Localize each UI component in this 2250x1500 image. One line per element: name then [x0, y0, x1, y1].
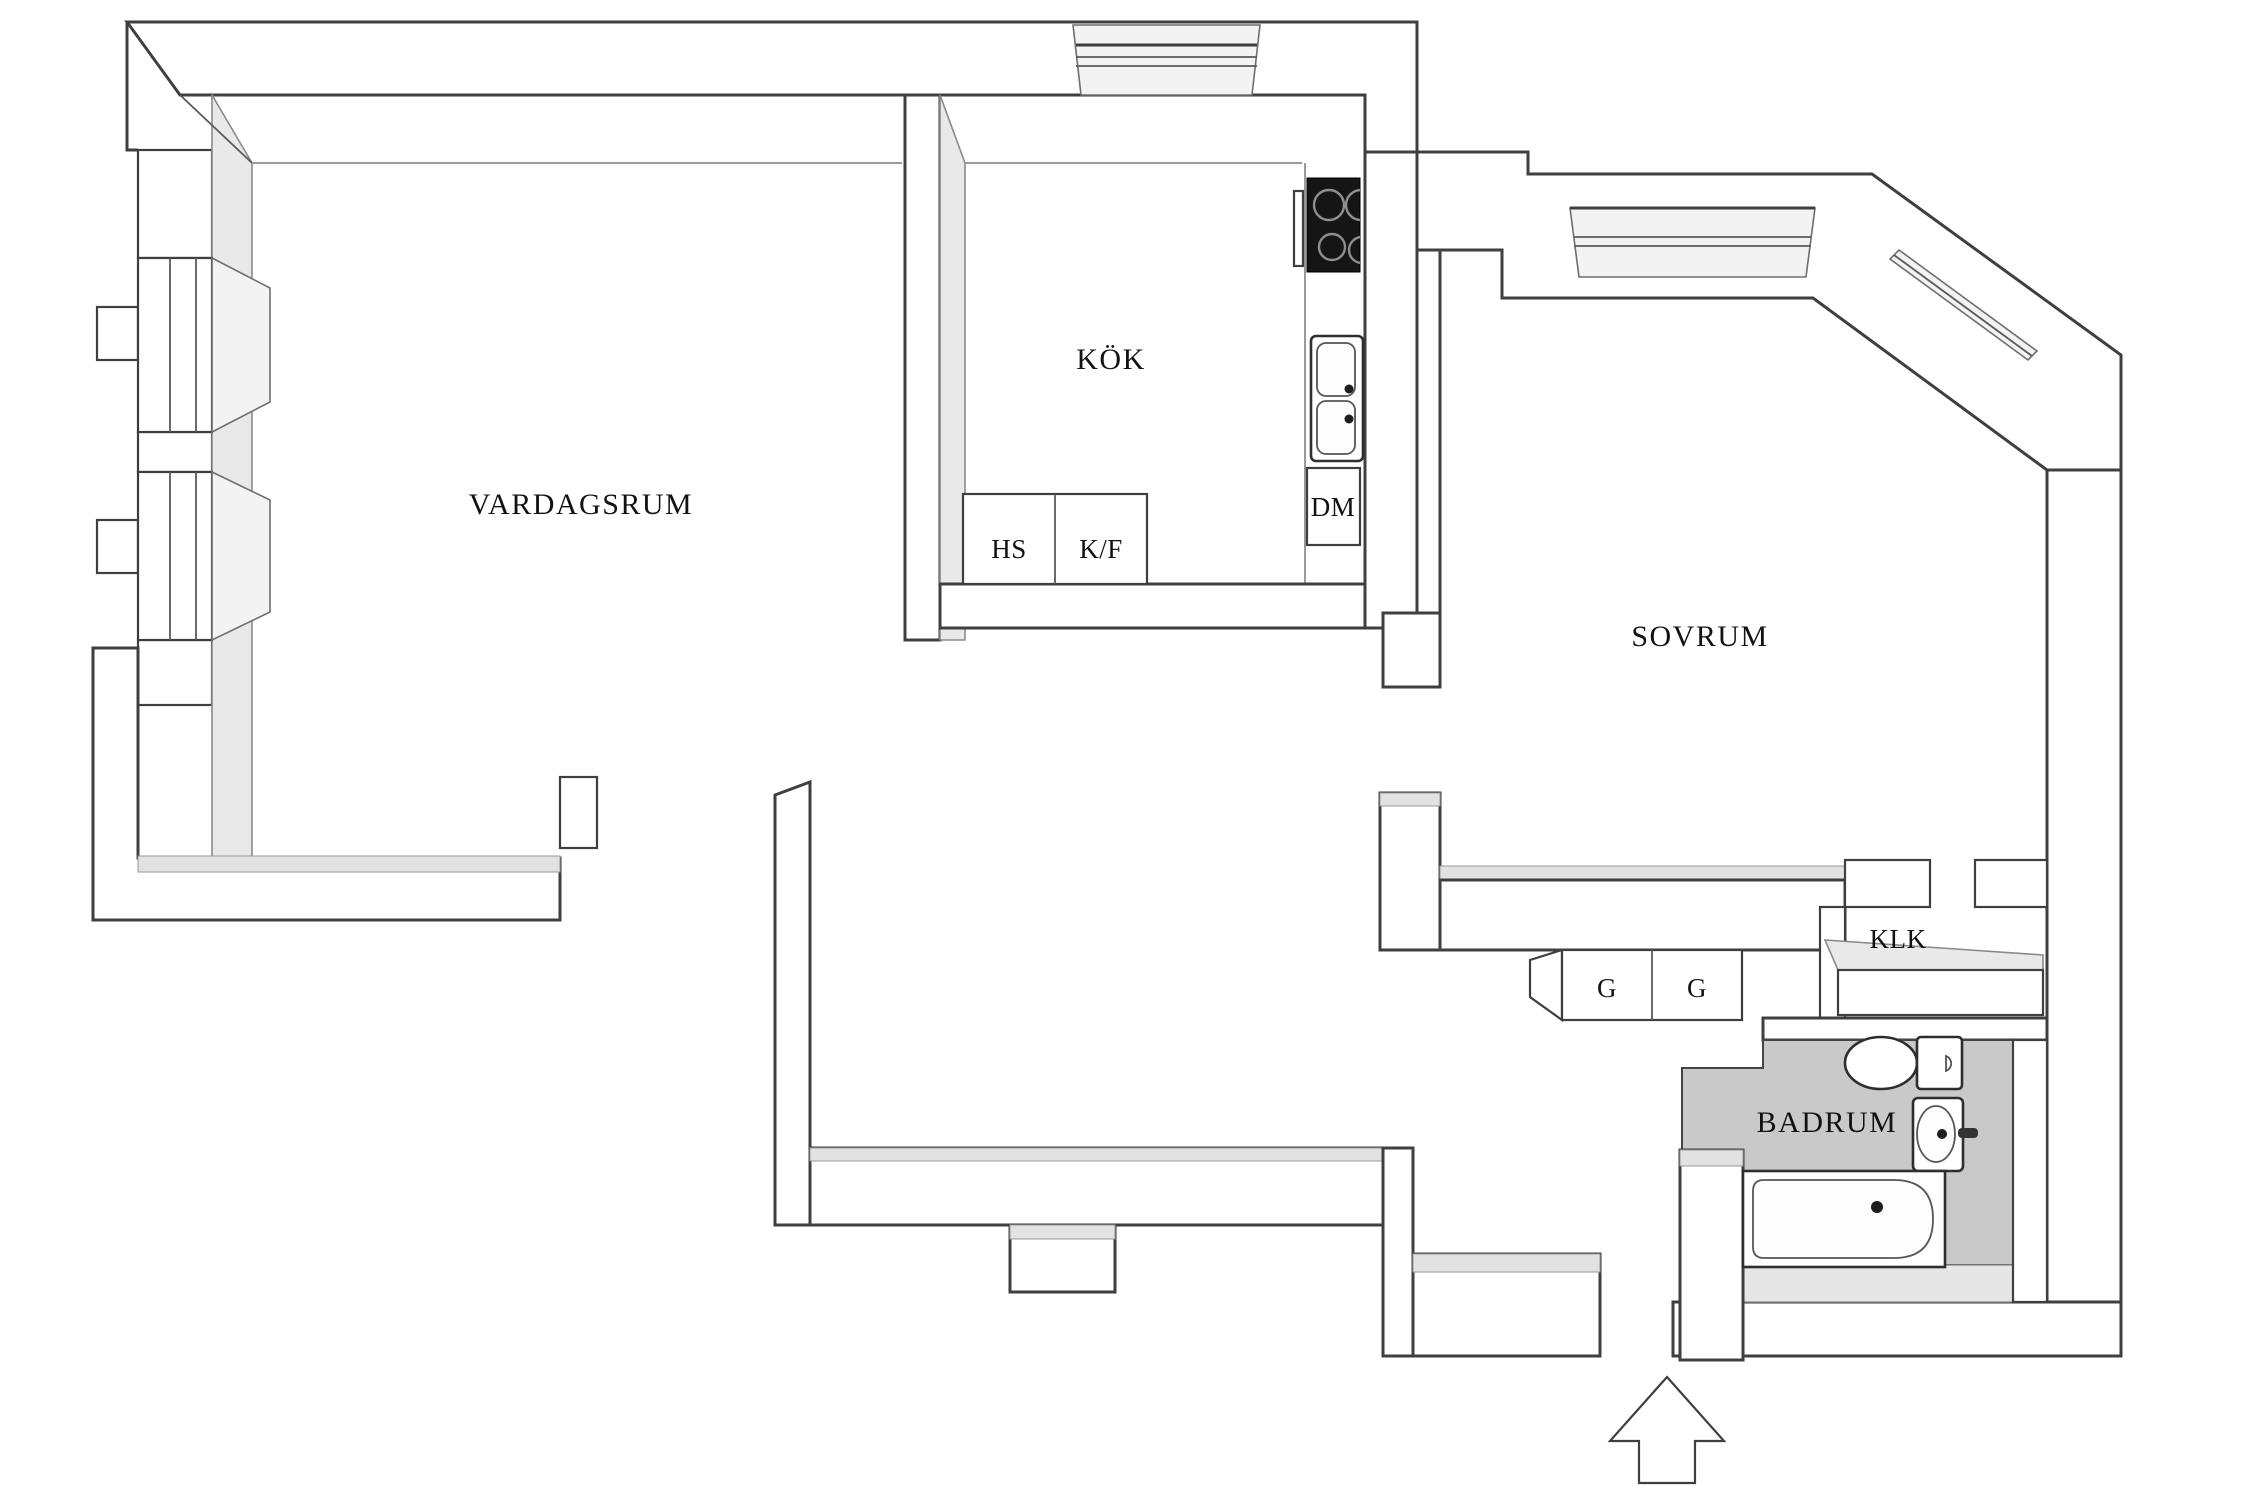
kitchen-east-wall — [1363, 150, 1419, 630]
unit-label-hs: HS — [991, 534, 1027, 564]
right-outer-wall — [2045, 468, 2123, 1358]
hall-west-jamb — [773, 779, 812, 1227]
vestibule-south-wall — [1411, 1252, 1602, 1358]
living-room-left-wall — [95, 22, 271, 874]
unit-label-g2: G — [1687, 973, 1707, 1003]
window-sill-box-1 — [95, 305, 140, 362]
bedroom-west-wall — [1415, 248, 1442, 615]
window-bay-2-icon — [136, 470, 271, 642]
cooktop-icon — [1292, 177, 1361, 273]
window-sill-box-2 — [95, 518, 140, 575]
bedroom-door-jamb — [1381, 611, 1442, 689]
wardrobe-cabinets — [1528, 948, 1744, 1023]
double-sink-icon — [1309, 334, 1365, 463]
room-label-kok: KÖK — [1076, 343, 1146, 376]
room-label-sovrum: SOVRUM — [1631, 620, 1768, 653]
bedroom-southwest-block — [1378, 791, 1442, 952]
closet-shelf-front — [1836, 968, 2045, 1017]
bedroom-bottom-wall — [1438, 865, 1847, 952]
bathroom-west-wall — [1678, 1148, 1745, 1362]
dishwasher-area — [1305, 466, 1362, 547]
room-label-badrum: BADRUM — [1757, 1106, 1898, 1139]
closet-shelf — [1823, 939, 2044, 971]
bathroom-lower-floor — [1742, 1264, 2014, 1303]
unit-label-g1: G — [1597, 973, 1617, 1003]
kitchen-window-icon — [1072, 24, 1261, 96]
vestibule-west-wall — [1381, 1146, 1415, 1358]
unit-label-dm: DM — [1311, 492, 1356, 522]
oven-handle — [1292, 189, 1305, 268]
bedroom-top-wall — [1415, 150, 2123, 472]
bathroom-north-wall — [1761, 1016, 2049, 1042]
hall-step-block — [1008, 1223, 1117, 1294]
bathtub-icon — [1741, 1169, 1947, 1269]
door-jamb-stub — [558, 775, 599, 850]
bathroom — [1678, 1016, 2049, 1362]
tap-handle — [1958, 1128, 1978, 1138]
kitchen-divider-wall — [903, 93, 966, 642]
bathroom-east-wall — [2011, 1038, 2049, 1304]
room-label-klk: KLK — [1870, 924, 1927, 954]
diagonal-window-icon — [1888, 248, 2039, 362]
room-label-vardagsrum: VARDAGSRUM — [469, 488, 694, 521]
unit-label-kf: K/F — [1079, 534, 1123, 564]
entrance-arrow-icon — [1607, 1375, 1727, 1485]
toilet-icon — [1843, 1035, 1964, 1091]
window-bay-1-icon — [136, 256, 271, 434]
kitchen-bottom-wall — [938, 582, 1367, 630]
kitchen-cabinets — [961, 492, 1149, 586]
bedroom-window-icon — [1569, 206, 1816, 278]
living-room-bottom-wall — [91, 646, 599, 922]
closet-klk — [1818, 858, 2049, 1020]
hall-walls — [773, 779, 1602, 1358]
